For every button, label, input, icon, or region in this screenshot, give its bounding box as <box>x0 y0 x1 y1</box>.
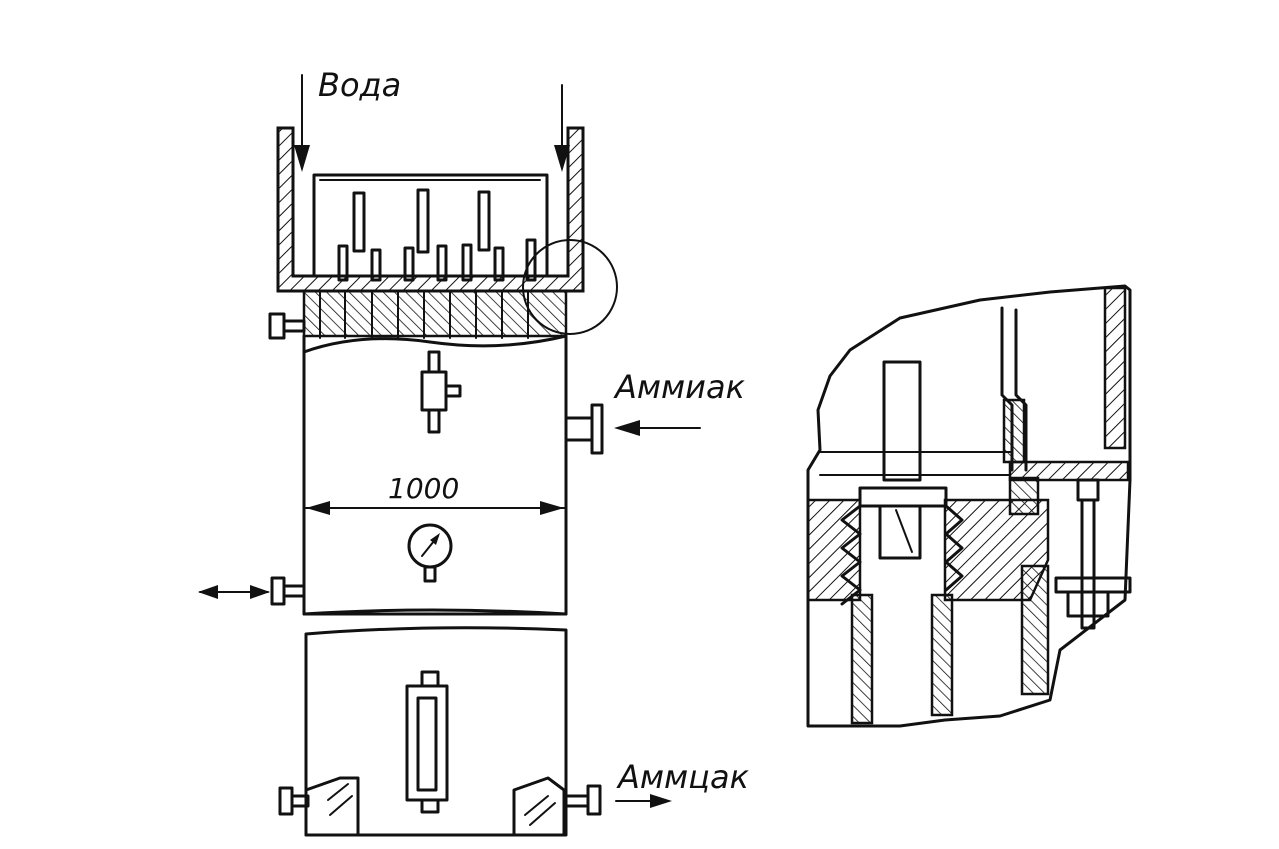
pressure-gauge-icon <box>407 523 453 583</box>
arrow-down-icon <box>294 74 310 172</box>
detail-callout-circle <box>522 239 618 335</box>
valve-icon <box>268 312 306 340</box>
label-ammonia-out: Аммцак <box>616 758 750 796</box>
sight-glass-icon <box>405 670 449 814</box>
tube-bundle-top <box>302 289 568 339</box>
evaporator-shell-upper <box>302 334 568 616</box>
distributor-tubes <box>337 188 537 282</box>
label-ammonia-in: Аммиак <box>613 368 746 406</box>
arrow-right-icon <box>615 794 672 808</box>
dimension-label: 1000 <box>388 472 459 505</box>
label-water: Вода <box>318 66 401 104</box>
evaporator-shell-lower <box>304 626 568 837</box>
detail-section-view <box>806 284 1132 728</box>
water-tray <box>276 126 585 293</box>
double-arrow-icon <box>198 585 270 599</box>
dimension-line <box>305 501 565 515</box>
inlet-nozzle <box>564 403 604 455</box>
arrow-left-icon <box>614 420 701 436</box>
bottom-nozzle-right <box>512 776 602 837</box>
valve-icon <box>270 576 306 606</box>
level-indicator-valve <box>420 350 462 434</box>
arrow-down-icon <box>554 84 570 172</box>
bottom-nozzle-left <box>278 776 360 837</box>
